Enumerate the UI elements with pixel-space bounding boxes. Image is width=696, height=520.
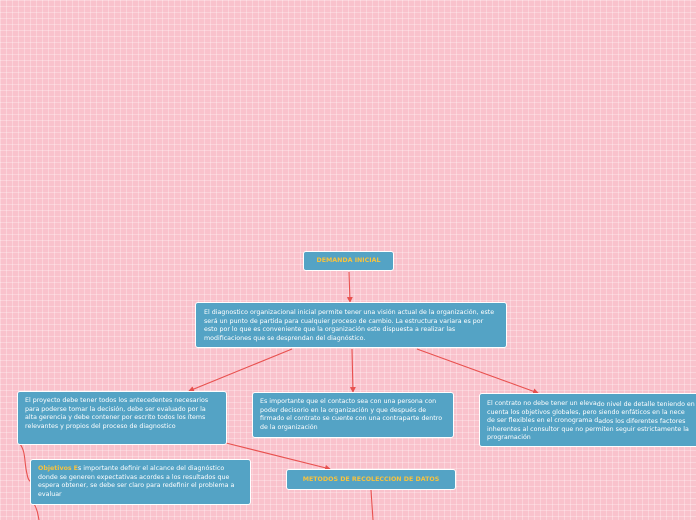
diagnostico-text: El diagnostico organizacional inicial pe… [204, 309, 495, 342]
proyecto-text: El proyecto debe tener todos los anteced… [25, 397, 209, 430]
contacto-node[interactable]: Es importante que el contacto sea con un… [252, 392, 454, 438]
connector-metodos-down [370, 489, 374, 520]
connector-diagnostico-to-contacto [349, 348, 356, 393]
connector-proyecto-to-metodos [225, 442, 331, 471]
contrato-line-2: cuenta los objetivos globales, pero sien… [487, 408, 685, 416]
demanda-inicial-node[interactable]: DEMANDA INICIAL [303, 251, 394, 271]
objetivos-node[interactable]: Objetivos Es importante definir el alcan… [30, 459, 251, 505]
metodos-node[interactable]: METODOS DE RECOLECCION DE DATOS [286, 469, 456, 490]
metodos-label: METODOS DE RECOLECCION DE DATOS [302, 476, 440, 483]
connector-proyecto-down [33, 503, 40, 520]
contacto-text: Es importante que el contacto sea con un… [260, 398, 443, 431]
contrato-line-3a: de ser flexibles en el cronograma d [487, 417, 599, 425]
contrato-line-1a: El contrato no debe tener un eleva [487, 400, 597, 407]
proyecto-node[interactable]: El proyecto debe tener todos los anteced… [17, 391, 227, 445]
connector-root-to-diagnostico [346, 271, 353, 303]
objetivos-label: Objetivos [38, 465, 72, 472]
contrato-line-1b: do nivel de detalle teniendo en [596, 401, 695, 408]
contrato-line-3: de ser flexibles en el cronograma dados … [487, 417, 696, 426]
objetivos-text: s importante definir el alcance del diag… [38, 465, 235, 498]
objetivos-first-letter: E [73, 465, 78, 472]
contrato-line-5: programación [487, 434, 531, 442]
contrato-line-3b: ados los diferentes factores [598, 418, 686, 426]
objetivos-body: Objetivos Es importante definir el alcan… [38, 465, 243, 499]
demanda-inicial-label: DEMANDA INICIAL [316, 257, 381, 264]
contrato-line-1: El contrato no debe tener un elevado niv… [487, 400, 696, 409]
contrato-line-4: inherentes al consultor que no permiten … [487, 425, 689, 433]
connector-diagnostico-to-contrato [416, 348, 539, 395]
diagnostico-node[interactable]: El diagnostico organizacional inicial pe… [195, 302, 507, 348]
contrato-node[interactable]: El contrato no debe tener un elevado niv… [479, 393, 696, 447]
connector-diagnostico-to-proyecto [188, 348, 293, 392]
